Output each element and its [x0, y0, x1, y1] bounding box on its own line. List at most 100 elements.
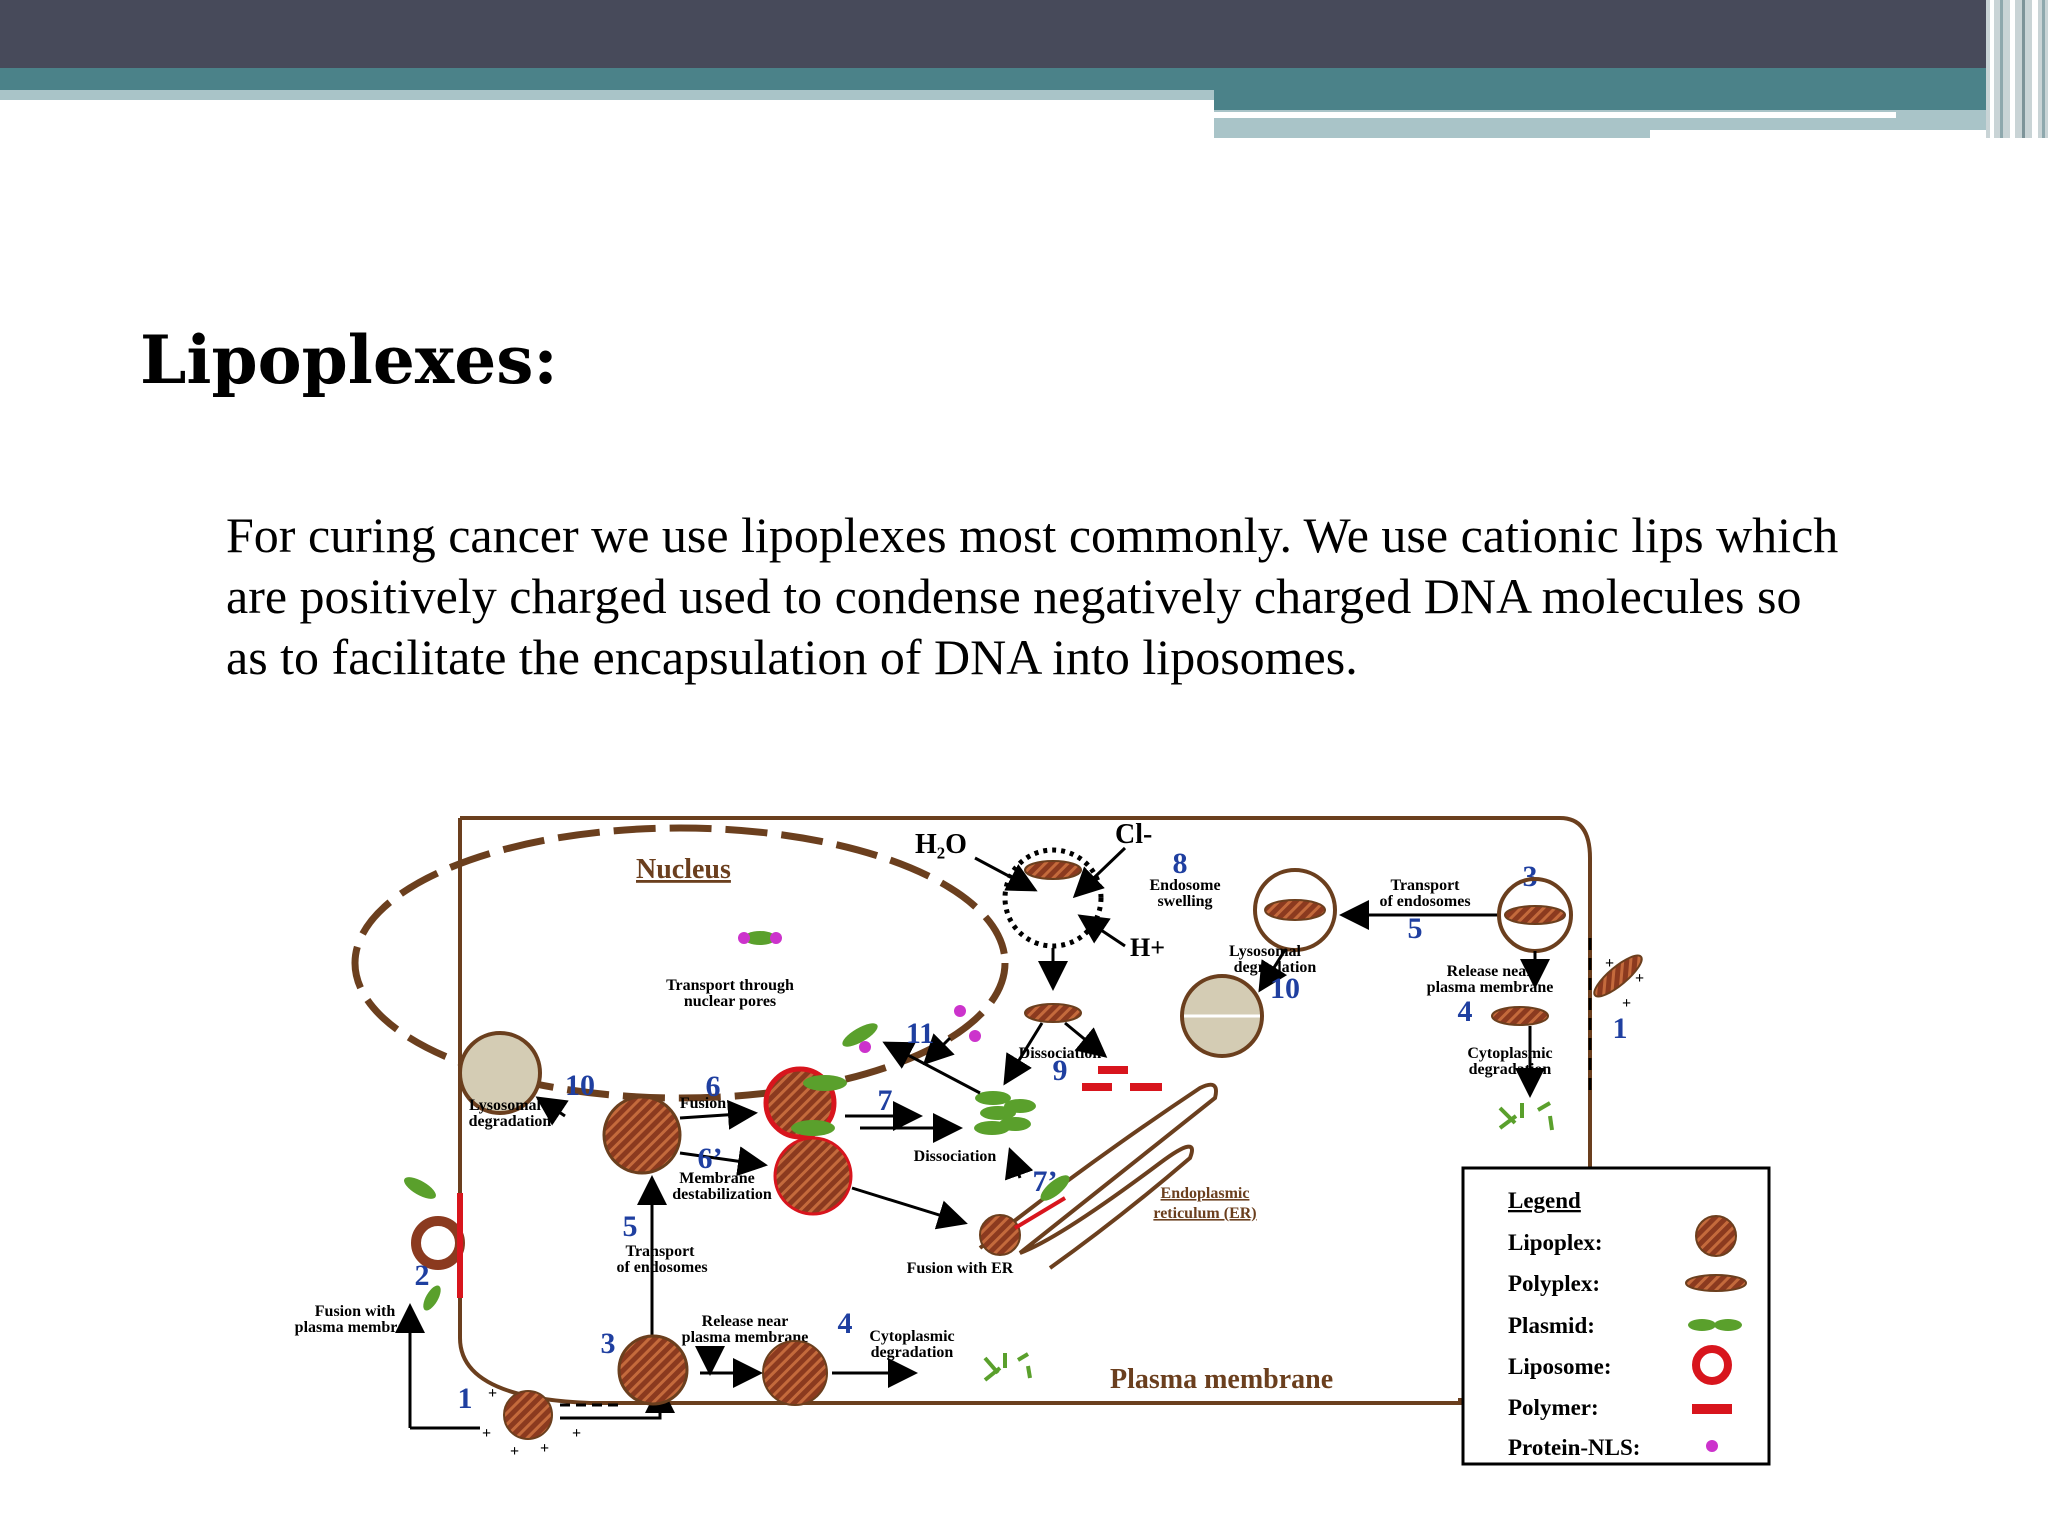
dissociation-label: Dissociation — [914, 1148, 997, 1165]
lipoplex — [503, 1390, 553, 1440]
step-number: 3 — [601, 1327, 616, 1360]
protein-nls-swatch — [1706, 1440, 1718, 1452]
cytoplasmic-label: Cytoplasmic — [1467, 1045, 1552, 1062]
legend-item: Liposome: — [1508, 1354, 1612, 1379]
lysosomal-label: degradation — [1234, 959, 1317, 976]
endosome-swelling-label: Endosome — [1149, 877, 1220, 894]
step-number: 4 — [1458, 995, 1473, 1028]
lipoplex-swatch — [1695, 1215, 1737, 1257]
lipoplex — [602, 1095, 682, 1175]
polyplex — [1024, 860, 1082, 880]
svg-text:+: + — [482, 1425, 491, 1442]
lysosomal-label: degradation — [469, 1113, 552, 1130]
polyplex — [1024, 1003, 1082, 1023]
lipoplex-pathway-diagram: Nucleus Transport through nuclear pores … — [295, 816, 1771, 1466]
step-number: 4 — [838, 1307, 853, 1340]
release-label: Release near — [702, 1313, 789, 1330]
step-number: 5 — [623, 1210, 638, 1243]
plasmid-cluster — [974, 1091, 1036, 1135]
lipoplex — [773, 1136, 853, 1216]
degraded-fragments — [1498, 1101, 1554, 1131]
cl-label: Cl- — [1115, 819, 1152, 850]
legend-item: Lipoplex: — [1508, 1230, 1603, 1255]
plasmid-with-protein — [738, 931, 782, 945]
step-number: 10 — [565, 1069, 595, 1102]
cytoplasmic-label: degradation — [1469, 1061, 1552, 1078]
positive-charges: +++ ++ — [482, 1385, 581, 1460]
release-label: plasma membrane — [1427, 979, 1554, 996]
legend-item: Plasmid: — [1508, 1313, 1595, 1338]
lipoplex — [979, 1214, 1021, 1256]
transport-endosomes-label: of endosomes — [1379, 893, 1470, 910]
step-number: 6’ — [698, 1142, 723, 1175]
step-number: 6 — [706, 1070, 721, 1103]
step-number: 3 — [1523, 860, 1538, 893]
dissociation-label: Dissociation — [1019, 1045, 1102, 1062]
step-number: 1 — [458, 1382, 473, 1415]
lipoplex-fusing — [763, 1066, 847, 1140]
release-label: plasma membrane — [682, 1329, 809, 1346]
legend-box: Legend Lipoplex: Polyplex: Plasmid: Lipo… — [1461, 1166, 1771, 1466]
svg-text:+: + — [488, 1385, 497, 1402]
lysosomal-label: Lysosomal — [469, 1097, 542, 1114]
cytoplasmic-label: Cytoplasmic — [869, 1328, 954, 1345]
endoplasmic-reticulum — [978, 1082, 1218, 1270]
legend-item: Polymer: — [1508, 1395, 1599, 1420]
transport-pores-label: Transport through — [666, 977, 794, 994]
legend-item: Polyplex: — [1508, 1271, 1600, 1296]
svg-text:+: + — [572, 1425, 581, 1442]
plasmid-swatch — [1688, 1319, 1742, 1331]
cytoplasmic-label: degradation — [871, 1344, 954, 1361]
er-label: Endoplasmic — [1161, 1185, 1250, 1202]
degraded-fragments — [983, 1352, 1032, 1382]
svg-text:+: + — [1622, 995, 1631, 1012]
legend-title: Legend — [1508, 1188, 1581, 1213]
header-divider-line — [1650, 130, 2048, 138]
step-number: 1 — [1613, 1012, 1628, 1045]
header-accent-strip-light — [0, 90, 1214, 100]
polyplex-entering: + + + — [1593, 954, 1644, 1012]
step-number: 9 — [1053, 1054, 1068, 1087]
step-number: 10 — [1270, 972, 1300, 1005]
slide-body-text: For curing cancer we use lipoplexes most… — [226, 507, 1839, 685]
step-number: 11 — [906, 1017, 934, 1050]
release-label: Release near — [1447, 963, 1534, 980]
svg-text:+: + — [510, 1443, 519, 1460]
step-number: 7 — [878, 1084, 893, 1117]
header-bar — [0, 0, 2048, 68]
membrane-label: Membrane — [679, 1170, 755, 1187]
fusion-er-label: Fusion with ER — [907, 1260, 1014, 1277]
step-number: 2 — [415, 1259, 430, 1292]
plasma-membrane-label: Plasma membrane — [1110, 1364, 1333, 1395]
slide-title: Lipoplexes: — [140, 321, 558, 399]
header-divider-line — [1214, 112, 1896, 118]
transport-endosomes-label: of endosomes — [616, 1259, 707, 1276]
er-label: reticulum (ER) — [1153, 1205, 1256, 1222]
polyplex — [1491, 1006, 1549, 1026]
polymer-fragments — [1082, 1066, 1162, 1091]
endosome — [1253, 868, 1337, 952]
polyplex-swatch — [1685, 1274, 1747, 1292]
fusion-label: Fusion — [680, 1095, 726, 1112]
fusion-pm-label: plasma membrane — [295, 1319, 422, 1336]
lipoplex — [762, 1340, 828, 1406]
step-number: 8 — [1173, 847, 1188, 880]
h2o-label: H₂O — [915, 829, 967, 860]
protein-nls — [954, 1005, 966, 1017]
nucleus-envelope — [351, 824, 1009, 1102]
lysosome — [458, 1031, 542, 1115]
h-plus-label: H+ — [1130, 933, 1165, 962]
transport-endosomes-label: Transport — [625, 1243, 695, 1260]
svg-text:+: + — [1635, 970, 1644, 987]
header-accent-strip-right — [1214, 68, 2048, 110]
lipoplex-fusing-membrane — [404, 1177, 465, 1311]
step-number: 5 — [1408, 912, 1423, 945]
transport-endosomes-label: Transport — [1390, 877, 1460, 894]
membrane-label: destabilization — [672, 1186, 772, 1203]
nucleus-label: Nucleus — [636, 854, 731, 885]
header-decoration-stripes — [1986, 0, 2048, 138]
cell-outline — [458, 816, 1592, 1405]
fusion-pm-label: Fusion with — [315, 1303, 396, 1320]
protein-nls — [969, 1030, 981, 1042]
polymer-swatch — [1692, 1404, 1732, 1414]
